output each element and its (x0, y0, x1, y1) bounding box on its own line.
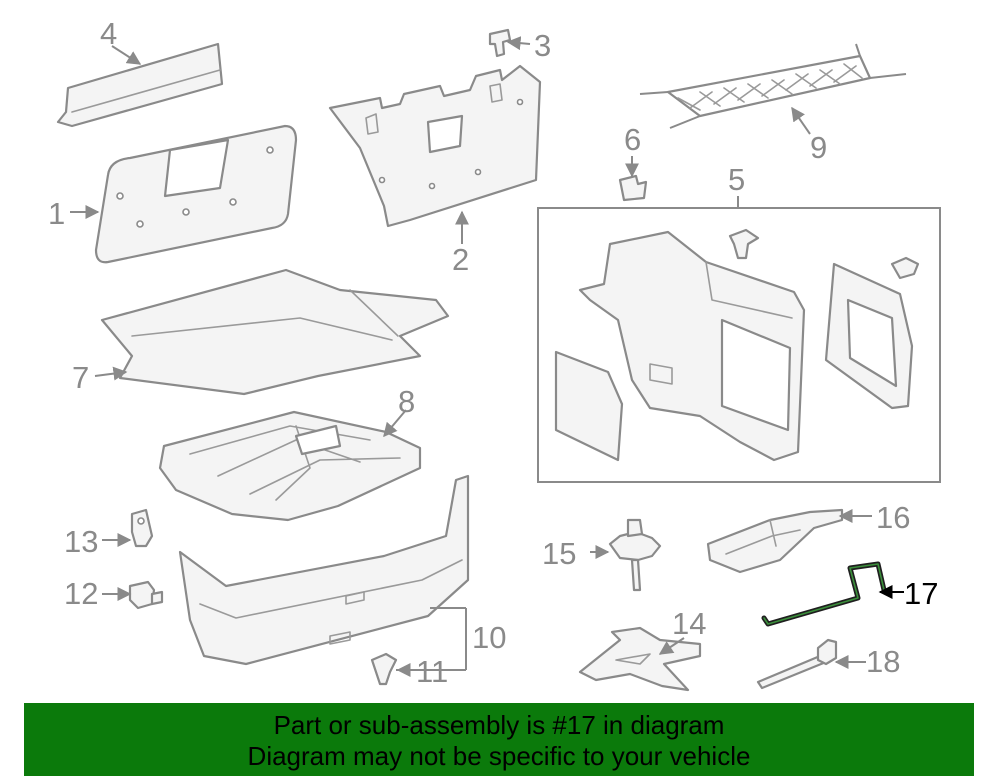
callout-2: 2 (452, 242, 469, 277)
callout-12: 12 (64, 576, 98, 611)
callout-16: 16 (876, 500, 910, 535)
part-16-jack (706, 508, 844, 574)
part-9-cargo-net (639, 43, 907, 129)
part-5-box (537, 207, 941, 483)
banner-line-1: Part or sub-assembly is #17 in diagram (273, 710, 725, 740)
leader-lines (70, 36, 904, 677)
part-4-trim-strip (56, 42, 224, 128)
callout-9: 9 (810, 130, 827, 165)
callout-5: 5 (728, 162, 745, 197)
callout-6: 6 (624, 122, 641, 157)
callout-18: 18 (866, 644, 900, 679)
callout-14: 14 (672, 606, 706, 641)
part-1-panel (94, 124, 298, 264)
info-banner: Part or sub-assembly is #17 in diagram D… (24, 703, 974, 776)
banner-line-2: Diagram may not be specific to your vehi… (247, 741, 751, 771)
callout-8: 8 (398, 384, 415, 419)
part-3-clip (488, 28, 512, 58)
callouts: 4 1 3 2 6 5 9 7 8 13 12 10 11 15 16 17 1… (48, 16, 938, 689)
callout-7: 7 (72, 360, 89, 395)
part-11-clip (370, 652, 398, 686)
part-6-clip (618, 174, 648, 202)
part-13-bracket (130, 508, 154, 548)
callout-11: 11 (416, 654, 448, 689)
part-15-tire-holder (608, 518, 662, 592)
callout-13: 13 (64, 524, 98, 559)
part-12-grommet (128, 580, 164, 610)
callout-3: 3 (534, 28, 551, 63)
part-7-floor-board (100, 268, 450, 396)
part-18-wrench (756, 638, 838, 690)
part-17-jack-handle (761, 561, 887, 627)
part-8-tire-tray (158, 410, 422, 522)
callout-1: 1 (48, 196, 65, 231)
callout-10: 10 (472, 620, 506, 655)
callout-17: 17 (904, 576, 938, 611)
part-2-bracket-panel (328, 64, 542, 228)
part-10-sill-trim (178, 474, 470, 666)
callout-15: 15 (542, 536, 576, 571)
callout-4: 4 (100, 16, 117, 51)
